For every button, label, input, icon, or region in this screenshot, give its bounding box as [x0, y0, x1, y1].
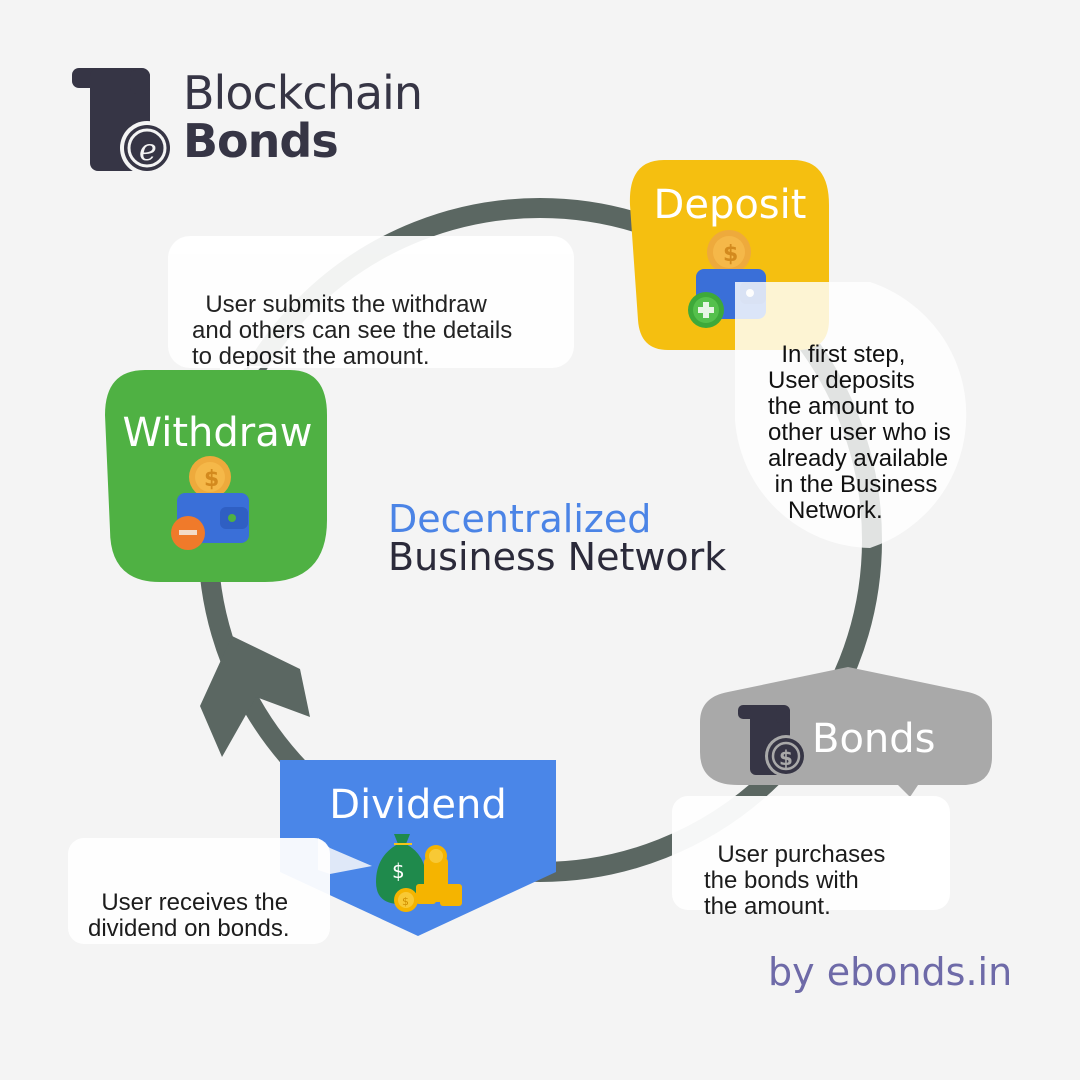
center-title: Decentralized Business Network	[388, 500, 726, 576]
footer-credit[interactable]: by ebonds.in	[768, 950, 1013, 994]
deposit-description-text: In first step, User deposits the amount …	[768, 341, 951, 524]
svg-text:$: $	[402, 895, 409, 908]
bonds-title: Bonds	[812, 716, 936, 762]
wallet-minus-coin-icon: $	[171, 456, 249, 550]
bond-dollar-icon: $	[738, 705, 807, 777]
withdraw-description: User submits the withdraw and others can…	[192, 291, 513, 370]
deposit-description: In first step, User deposits the amount …	[768, 316, 951, 524]
logo-wordmark: Blockchain Bonds	[183, 66, 423, 168]
center-title-line-1: Decentralized	[388, 497, 652, 541]
money-bag-coins-icon: $ $	[376, 834, 462, 912]
dividend-card[interactable]	[280, 760, 556, 938]
svg-text:$: $	[392, 859, 405, 883]
bonds-description: User purchases the bonds with the amount…	[704, 841, 886, 920]
logo-line-1: Blockchain	[183, 66, 423, 120]
bonds-description-bubble: User purchases the bonds with the amount…	[672, 796, 950, 920]
deposit-title: Deposit	[653, 182, 807, 228]
wallet-plus-coin-icon: $	[688, 230, 766, 328]
dividend-description: User receives the dividend on bonds.	[88, 889, 290, 942]
withdraw-description-bubble: User submits the withdraw and others can…	[168, 236, 574, 370]
center-title-line-2: Business Network	[388, 535, 727, 579]
dividend-description-bubble: User receives the dividend on bonds.	[68, 838, 330, 944]
svg-text:$: $	[779, 746, 793, 770]
logo-line-2: Bonds	[183, 114, 339, 168]
svg-text:e: e	[139, 133, 157, 168]
svg-text:$: $	[204, 467, 219, 492]
withdraw-title: Withdraw	[122, 410, 313, 456]
logo-scroll-e-icon: e	[72, 68, 174, 173]
dividend-title: Dividend	[329, 782, 507, 828]
svg-text:$: $	[723, 242, 738, 267]
cycle-arrowhead	[200, 636, 310, 757]
